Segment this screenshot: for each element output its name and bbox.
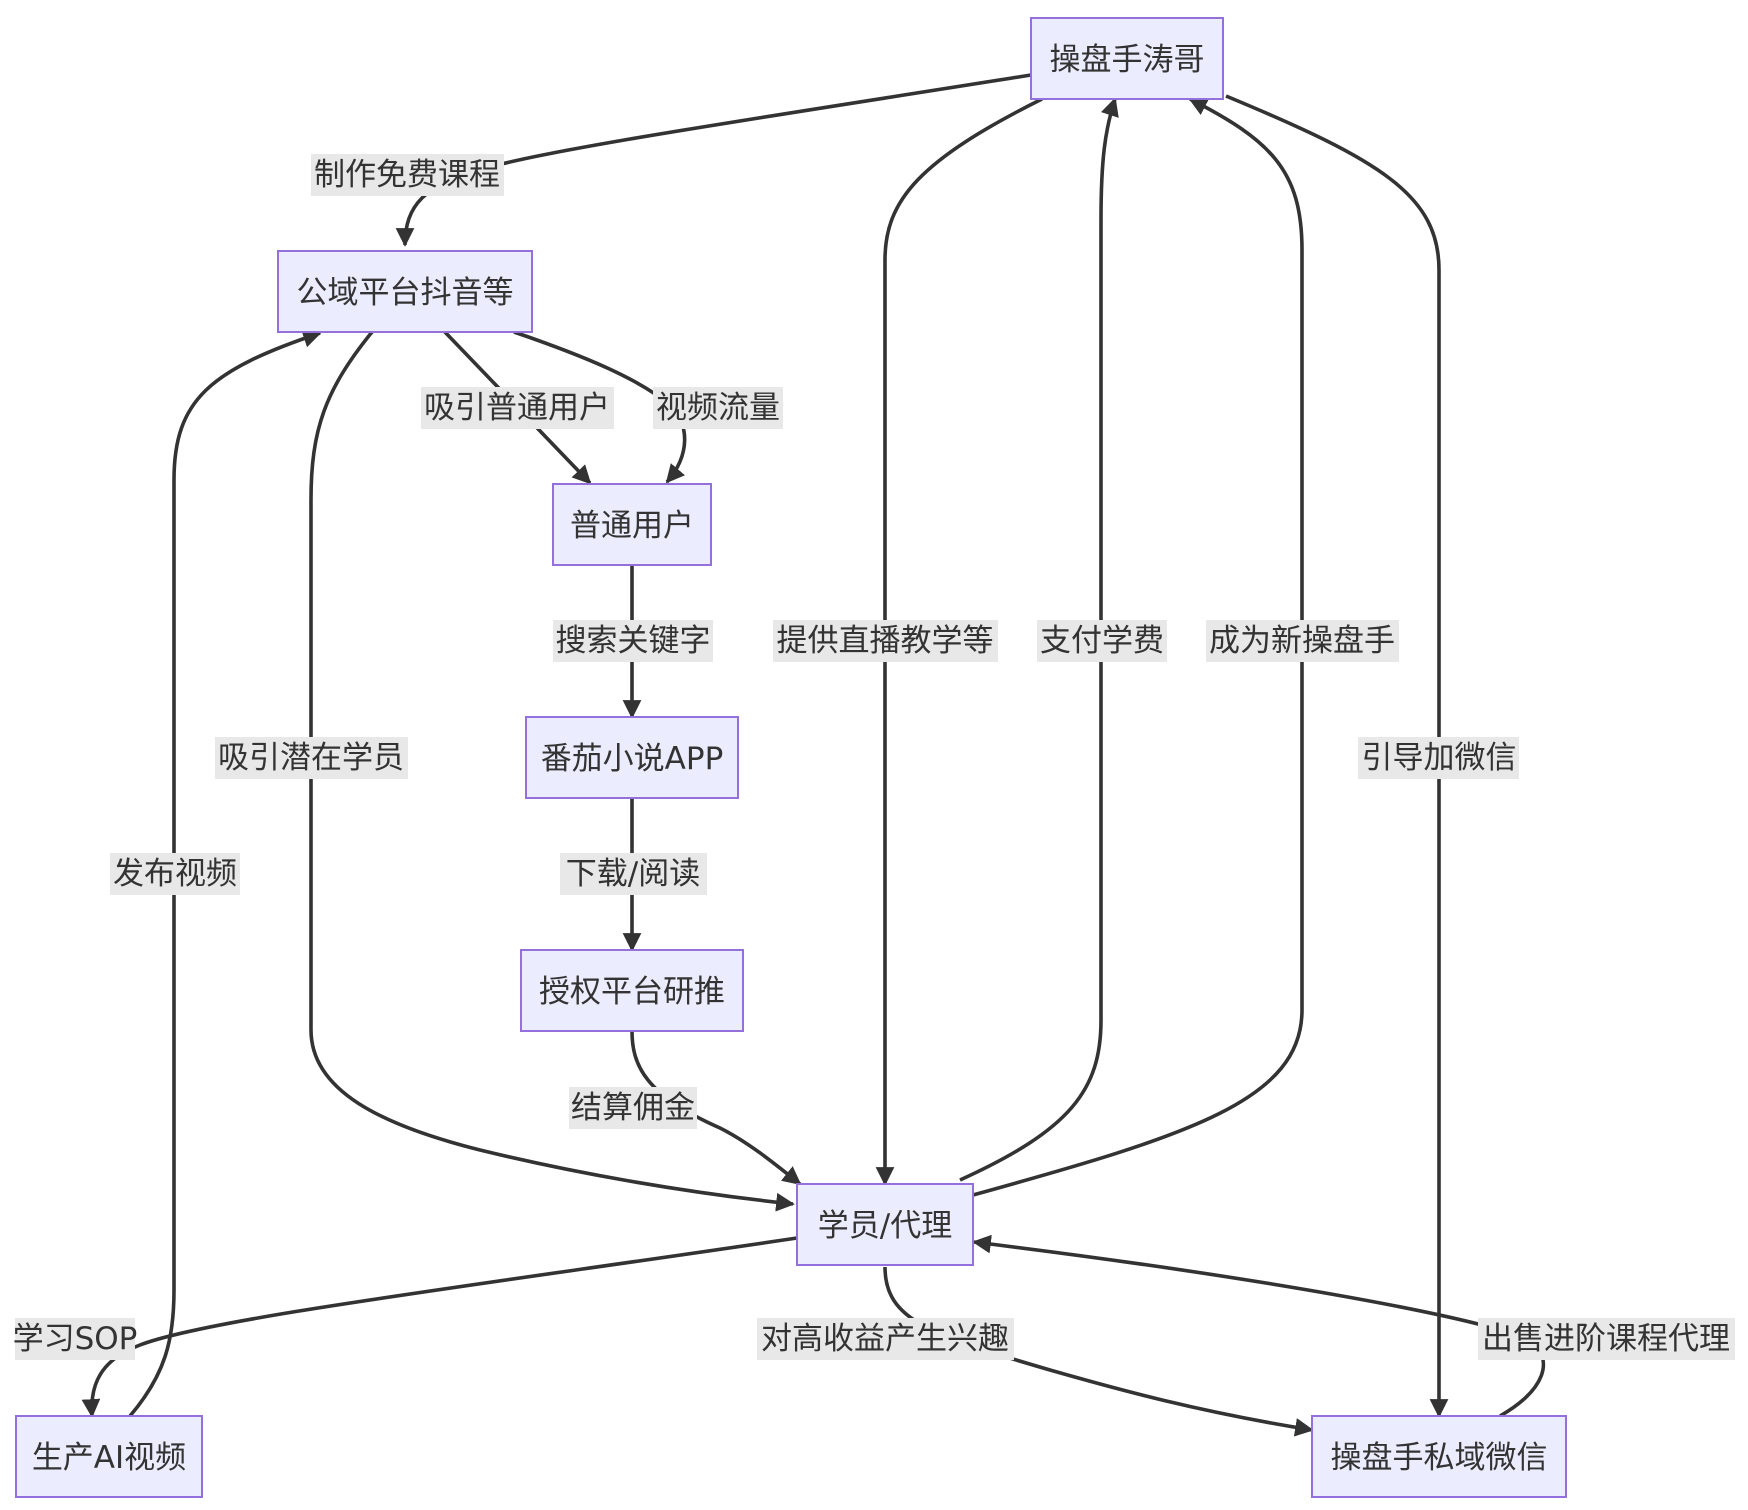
- svg-text:学习SOP: 学习SOP: [13, 1321, 138, 1357]
- edge-label-settle-commission: 结算佣金: [569, 1087, 697, 1129]
- edge-operator-to-public-platform: [395, 73, 1032, 247]
- edge-label-high-income-interest: 对高收益产生兴趣: [757, 1318, 1014, 1360]
- svg-text:视频流量: 视频流量: [656, 390, 780, 426]
- node-authorized-platform: 授权平台研推: [520, 949, 744, 1032]
- edge-operator-to-student: [875, 97, 1043, 1186]
- edge-label-search-keyword: 搜索关键字: [553, 620, 713, 662]
- node-ai-video: 生产AI视频: [15, 1415, 203, 1498]
- svg-text:出售进阶课程代理: 出售进阶课程代理: [1482, 1321, 1730, 1357]
- edge-label-publish-video: 发布视频: [110, 853, 240, 895]
- edge-ai-video-to-public-platform: [128, 329, 322, 1418]
- edge-label-learn-sop: 学习SOP: [13, 1318, 138, 1360]
- node-normal-user: 普通用户: [552, 483, 712, 566]
- edge-label-sell-advanced-course-agent: 出售进阶课程代理: [1478, 1318, 1735, 1360]
- edge-label-guide-add-wechat: 引导加微信: [1358, 737, 1519, 779]
- svg-text:吸引普通用户: 吸引普通用户: [424, 390, 610, 426]
- svg-text:制作免费课程: 制作免费课程: [314, 157, 500, 193]
- edge-student-to-operator-new: [972, 97, 1304, 1197]
- edge-label-attract-normal-users: 吸引普通用户: [421, 387, 614, 429]
- node-student-agent: 学员/代理: [796, 1183, 974, 1266]
- edge-authorized-platform-to-student: [630, 1030, 802, 1186]
- edge-label-make-free-course: 制作免费课程: [311, 154, 504, 196]
- svg-text:学员/代理: 学员/代理: [818, 1208, 952, 1244]
- edge-student-to-operator-pay: [959, 97, 1119, 1182]
- svg-text:生产AI视频: 生产AI视频: [32, 1440, 186, 1476]
- edge-label-provide-live-teaching: 提供直播教学等: [773, 620, 998, 662]
- node-public-platform: 公域平台抖音等: [277, 250, 533, 333]
- node-private-wechat: 操盘手私域微信: [1311, 1415, 1567, 1498]
- svg-text:公域平台抖音等: 公域平台抖音等: [297, 275, 514, 311]
- svg-text:结算佣金: 结算佣金: [571, 1090, 695, 1126]
- edge-operator-to-private-wechat: [1225, 94, 1449, 1418]
- svg-text:发布视频: 发布视频: [113, 856, 237, 892]
- edge-label-download-read: 下载/阅读: [560, 853, 707, 895]
- edge-student-to-private-wechat: [883, 1266, 1314, 1437]
- svg-text:对高收益产生兴趣: 对高收益产生兴趣: [761, 1321, 1009, 1357]
- edge-private-wechat-to-student: [972, 1234, 1546, 1418]
- edge-label-pay-tuition: 支付学费: [1037, 620, 1167, 662]
- edge-label-attract-potential-students: 吸引潜在学员: [215, 737, 408, 779]
- svg-text:提供直播教学等: 提供直播教学等: [777, 623, 994, 659]
- svg-text:授权平台研推: 授权平台研推: [539, 974, 725, 1010]
- svg-text:普通用户: 普通用户: [570, 508, 694, 544]
- svg-text:下载/阅读: 下载/阅读: [566, 856, 700, 892]
- svg-text:支付学费: 支付学费: [1040, 623, 1164, 659]
- svg-text:操盘手涛哥: 操盘手涛哥: [1050, 42, 1205, 78]
- svg-text:吸引潜在学员: 吸引潜在学员: [218, 740, 404, 776]
- edge-label-become-new-operator: 成为新操盘手: [1206, 620, 1399, 662]
- edge-label-video-traffic: 视频流量: [653, 387, 783, 429]
- svg-text:引导加微信: 引导加微信: [1362, 740, 1517, 776]
- node-novel-app: 番茄小说APP: [525, 716, 739, 799]
- node-operator: 操盘手涛哥: [1030, 17, 1224, 100]
- edge-public-platform-to-student: [309, 330, 795, 1212]
- svg-text:番茄小说APP: 番茄小说APP: [541, 741, 724, 777]
- edge-student-to-ai-video: [81, 1236, 798, 1418]
- svg-text:搜索关键字: 搜索关键字: [556, 623, 711, 659]
- svg-text:成为新操盘手: 成为新操盘手: [1209, 623, 1395, 659]
- svg-text:操盘手私域微信: 操盘手私域微信: [1331, 1440, 1548, 1476]
